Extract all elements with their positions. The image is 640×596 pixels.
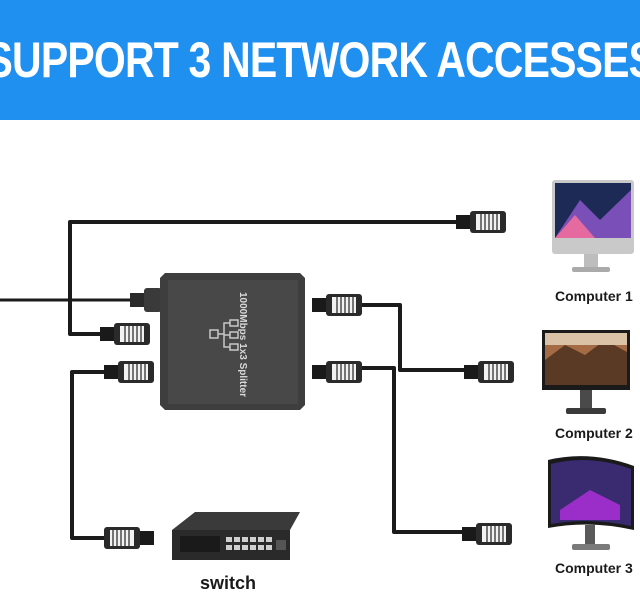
rj45-plug-icon (103, 526, 155, 550)
computer-3-label: Computer 3 (555, 560, 633, 576)
network-diagram (0, 180, 634, 560)
switch-label: switch (200, 573, 257, 593)
computer-2-label: Computer 2 (555, 425, 633, 441)
computer-1-label: Computer 1 (555, 288, 633, 304)
usb-plug-icon (130, 288, 162, 312)
cables (0, 220, 466, 540)
monitor-icon (542, 330, 630, 414)
rj45-plug-icon (99, 322, 151, 346)
splitter-device (160, 273, 305, 410)
banner-title: SUPPORT 3 NETWORK ACCESSES (0, 32, 640, 88)
rj45-plug-icon (311, 360, 363, 384)
rj45-plug-icon (455, 210, 507, 234)
splitter-label: 1000Mbps 1x3 Splitter (237, 292, 248, 398)
monitor-icon (548, 456, 634, 550)
network-tree-icon (209, 319, 239, 351)
rj45-plug-icon (103, 360, 155, 384)
rj45-plug-icon (311, 293, 363, 317)
rj45-plug-icon (461, 522, 513, 546)
network-switch-icon (172, 512, 300, 560)
monitor-icon (552, 180, 634, 272)
rj45-plug-icon (463, 360, 515, 384)
header-banner: SUPPORT 3 NETWORK ACCESSES (0, 0, 640, 120)
